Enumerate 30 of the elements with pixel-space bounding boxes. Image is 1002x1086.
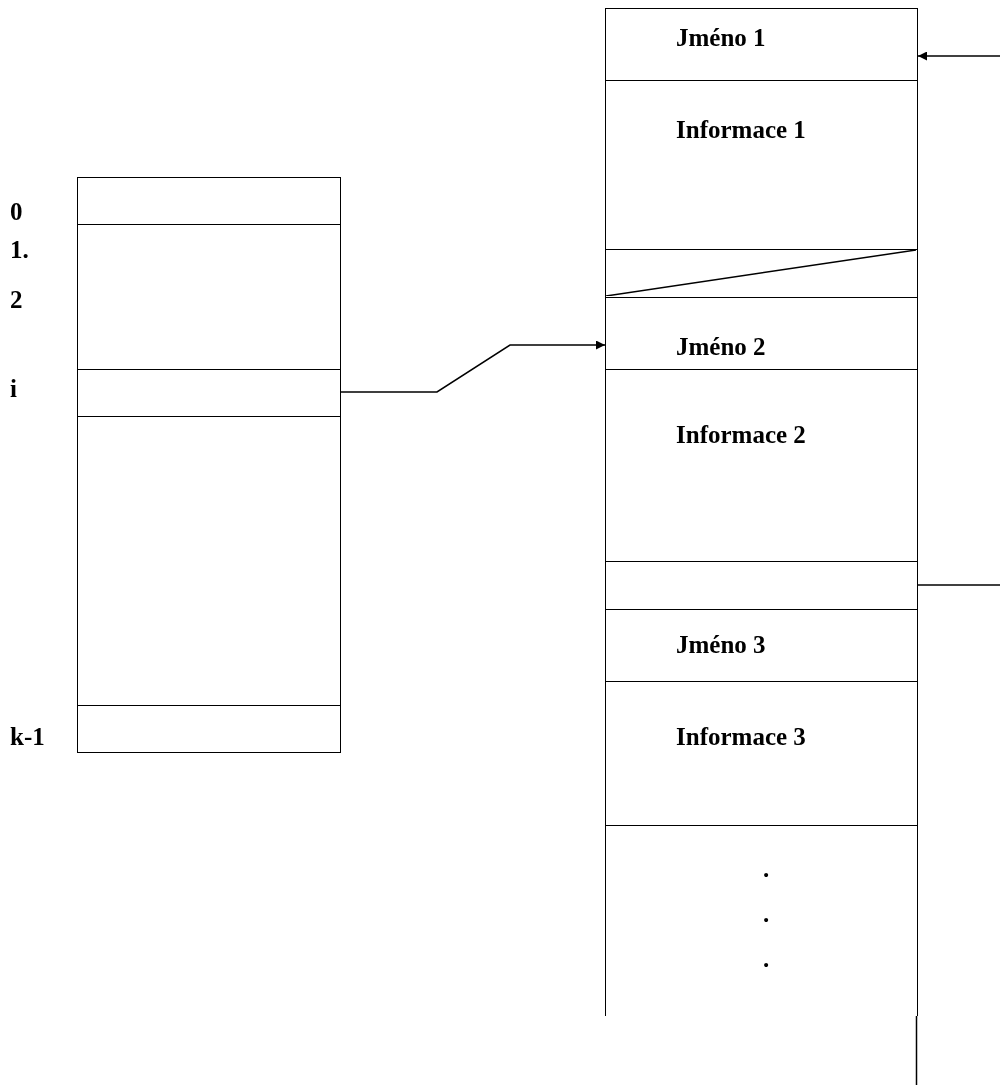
connector-line <box>917 584 1001 586</box>
cell-text: Jméno 3 <box>676 632 766 657</box>
record-cell <box>605 80 918 250</box>
memory-cell <box>77 705 341 753</box>
record-cell <box>605 8 918 81</box>
memory-cell <box>605 561 918 610</box>
index-label: k-1 <box>10 724 45 749</box>
index-label: 0 <box>10 199 23 224</box>
record-cell <box>605 825 918 1016</box>
memory-cell <box>77 369 341 417</box>
index-label: 1. <box>10 237 29 262</box>
memory-cell <box>77 416 341 706</box>
cell-text: Informace 3 <box>676 724 806 749</box>
record-cell <box>605 681 918 826</box>
memory-cell <box>77 177 341 225</box>
record-cell <box>605 609 918 682</box>
cell-text: Jméno 2 <box>676 334 766 359</box>
record-cell <box>605 369 918 562</box>
cell-text: Informace 2 <box>676 422 806 447</box>
cell-text: Informace 1 <box>676 117 806 142</box>
continuation-dot: . <box>763 946 770 971</box>
memory-cell <box>77 224 341 370</box>
cell-text: Jméno 1 <box>676 25 766 50</box>
index-label: i <box>10 376 17 401</box>
arrow <box>917 51 1001 61</box>
continuation-dot: . <box>763 856 770 881</box>
continuation-dot: . <box>763 901 770 926</box>
index-label: 2 <box>10 287 23 312</box>
record-cell <box>605 297 918 370</box>
arrow <box>340 340 606 393</box>
